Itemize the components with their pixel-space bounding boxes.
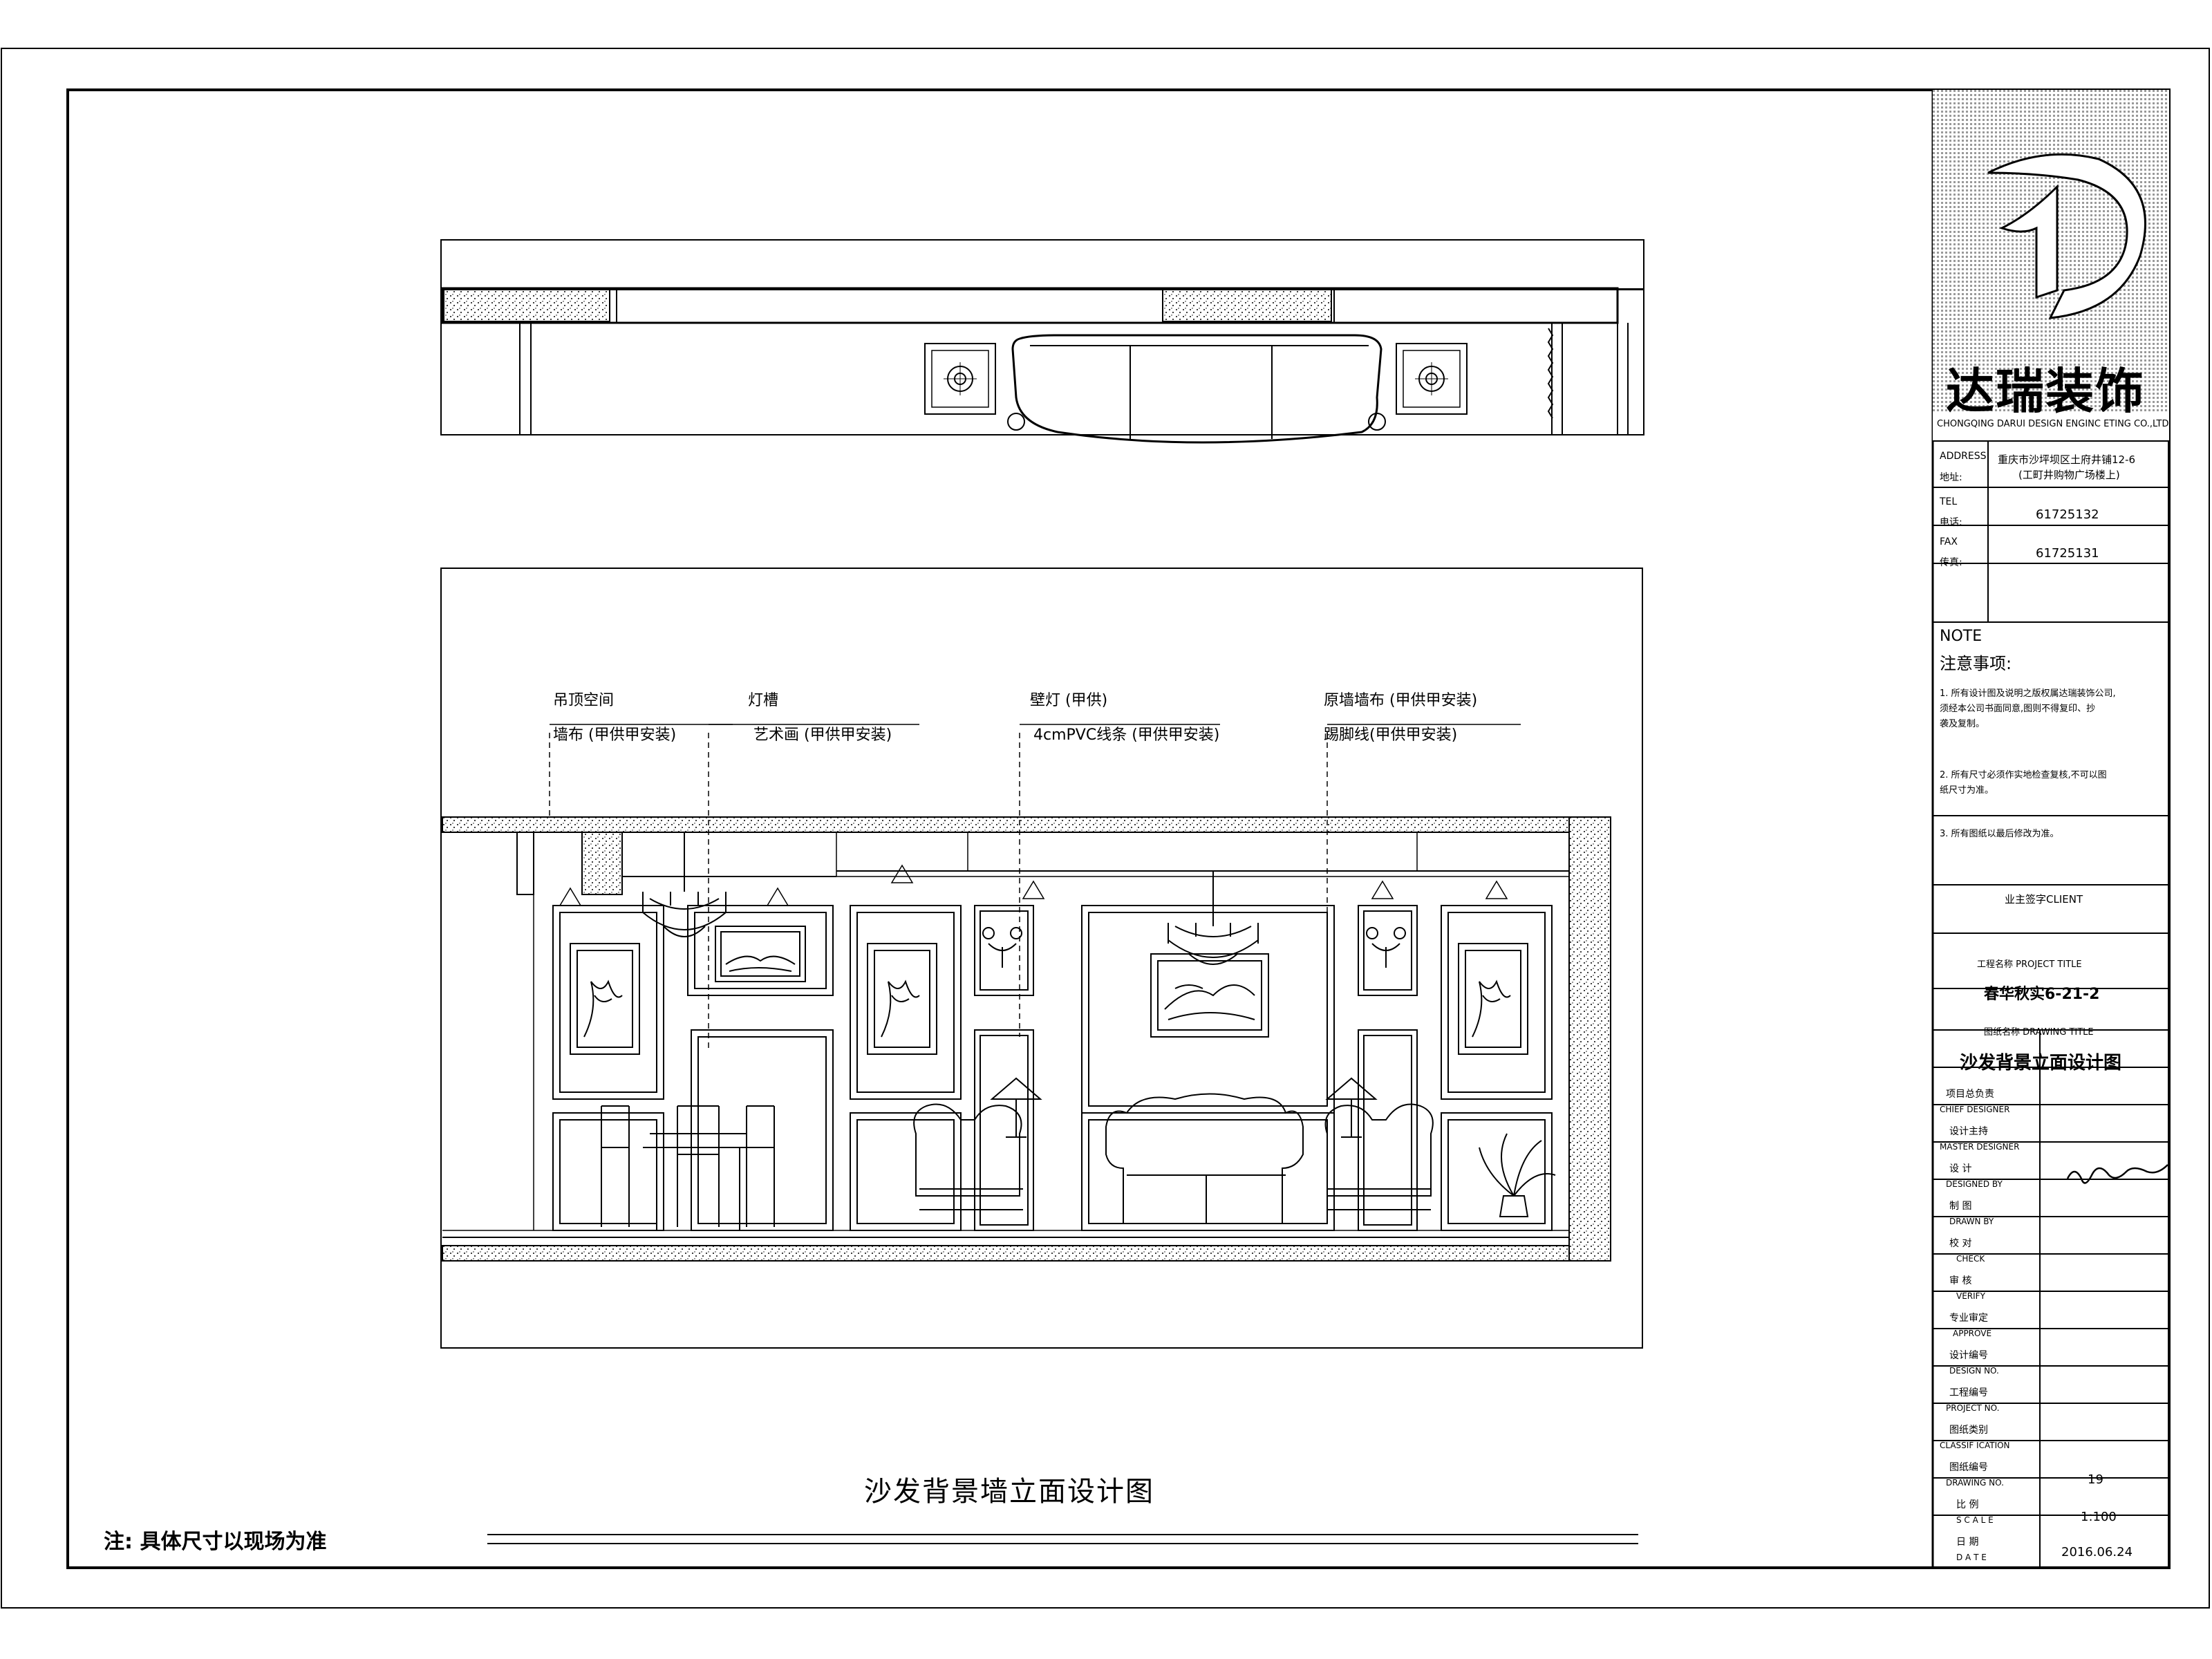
- row-class-cn: 图纸类别: [1949, 1425, 1988, 1436]
- row-designno-en: DESIGN NO.: [1949, 1366, 1999, 1376]
- address-label-en: ADDRESS: [1940, 451, 1987, 462]
- row-master-en: MASTER DESIGNER: [1940, 1142, 2020, 1152]
- row-date-en: D A T E: [1956, 1553, 1987, 1562]
- row-verify-cn: 审 核: [1949, 1275, 1972, 1286]
- note-line-3: 袭及复制。: [1940, 719, 1985, 729]
- notes-title-cn: 注意事项:: [1940, 654, 2012, 673]
- row-designed-en: DESIGNED BY: [1946, 1179, 2003, 1189]
- tel-value: 61725132: [2036, 507, 2099, 522]
- company-name-cn: 达瑞装饰: [1946, 363, 2145, 420]
- scale-value: 1:100: [2081, 1510, 2117, 1524]
- client-label: 业主签字CLIENT: [2005, 893, 2083, 906]
- annotation-wallcloth: 墙布 (甲供甲安装): [553, 727, 677, 744]
- annotation-wall-sconce: 壁灯 (甲供): [1030, 692, 1108, 709]
- fax-label-cn: 传真:: [1940, 557, 1962, 568]
- project-title: 春华秋实6-21-2: [1984, 986, 2100, 1003]
- fax-label-en: FAX: [1940, 536, 1958, 547]
- row-check-cn: 校 对: [1949, 1238, 1972, 1249]
- row-drawn-en: DRAWN BY: [1949, 1217, 1994, 1226]
- title-underline: [487, 1534, 1638, 1544]
- row-date-cn: 日 期: [1956, 1537, 1979, 1548]
- address-line2: (工町井购物广场楼上): [2018, 469, 2120, 481]
- annotation-original-wallcloth: 原墙墙布 (甲供甲安装): [1324, 692, 1478, 709]
- wall-elevation-view: [440, 568, 1643, 1349]
- note-line-2: 须经本公司书面同意,图则不得复印、抄: [1940, 704, 2096, 714]
- annotation-light-trough: 灯槽: [748, 692, 779, 709]
- row-projectno-cn: 工程编号: [1949, 1387, 1988, 1398]
- note-line-1: 1. 所有设计图及说明之版权属达瑞装饰公司,: [1940, 688, 2116, 699]
- project-label: 工程名称 PROJECT TITLE: [1977, 959, 2082, 970]
- row-drawn-cn: 制 图: [1949, 1201, 1972, 1212]
- row-check-en: CHECK: [1956, 1254, 1985, 1264]
- row-designed-cn: 设 计: [1949, 1163, 1972, 1174]
- row-approve-en: APPROVE: [1953, 1329, 1992, 1338]
- row-drawingno-cn: 图纸编号: [1949, 1462, 1988, 1473]
- annotation-ceiling-space: 吊顶空间: [553, 692, 615, 709]
- tel-label-en: TEL: [1940, 496, 1958, 507]
- row-approve-cn: 专业审定: [1949, 1313, 1988, 1324]
- row-verify-en: VERIFY: [1956, 1291, 1985, 1301]
- address-line1: 重庆市沙坪坝区土府井铺12-6: [1998, 453, 2136, 466]
- drawing-title-block: 沙发背景立面设计图: [1960, 1053, 2122, 1074]
- row-drawingno-en: DRAWING NO.: [1946, 1478, 2004, 1488]
- tel-label-cn: 电话:: [1940, 517, 1962, 528]
- annotation-skirting: 踢脚线(甲供甲安装): [1324, 727, 1458, 744]
- drawing-label: 图纸名称 DRAWING TITLE: [1984, 1027, 2094, 1038]
- note-line-5: 纸尺寸为准。: [1940, 785, 1994, 796]
- address-label-cn: 地址:: [1940, 472, 1962, 483]
- drawing-title: 沙发背景墙立面设计图: [864, 1476, 1154, 1508]
- note-line-4: 2. 所有尺寸必须作实地检查复核,不可以图: [1940, 770, 2107, 780]
- title-block-grid: [1933, 90, 2169, 1568]
- row-master-cn: 设计主持: [1949, 1126, 1988, 1137]
- row-chief-en: CHIEF DESIGNER: [1940, 1105, 2010, 1114]
- annotation-pvc-moulding: 4cmPVC线条 (甲供甲安装): [1033, 727, 1220, 744]
- row-scale-en: S C A L E: [1956, 1515, 1994, 1525]
- footer-note: 注: 具体尺寸以现场为准: [104, 1530, 327, 1554]
- row-chief-cn: 项目总负责: [1946, 1089, 1994, 1100]
- notes-title-en: NOTE: [1940, 628, 1983, 645]
- fax-value: 61725131: [2036, 546, 2099, 561]
- row-designno-cn: 设计编号: [1949, 1350, 1988, 1361]
- date-value: 2016.06.24: [2061, 1545, 2133, 1559]
- annotation-art-painting: 艺术画 (甲供甲安装): [753, 727, 892, 744]
- row-scale-cn: 比 例: [1956, 1499, 1979, 1510]
- drawing-number-value: 19: [2088, 1472, 2103, 1487]
- note-line-6: 3. 所有图纸以最后修改为准。: [1940, 829, 2059, 839]
- row-projectno-en: PROJECT NO.: [1946, 1403, 2000, 1413]
- ceiling-plan-view: [440, 239, 1644, 444]
- row-class-en: CLASSIF ICATION: [1940, 1441, 2010, 1450]
- company-name-en: CHONGQING DARUI DESIGN ENGINC ETING CO.,…: [1937, 419, 2169, 429]
